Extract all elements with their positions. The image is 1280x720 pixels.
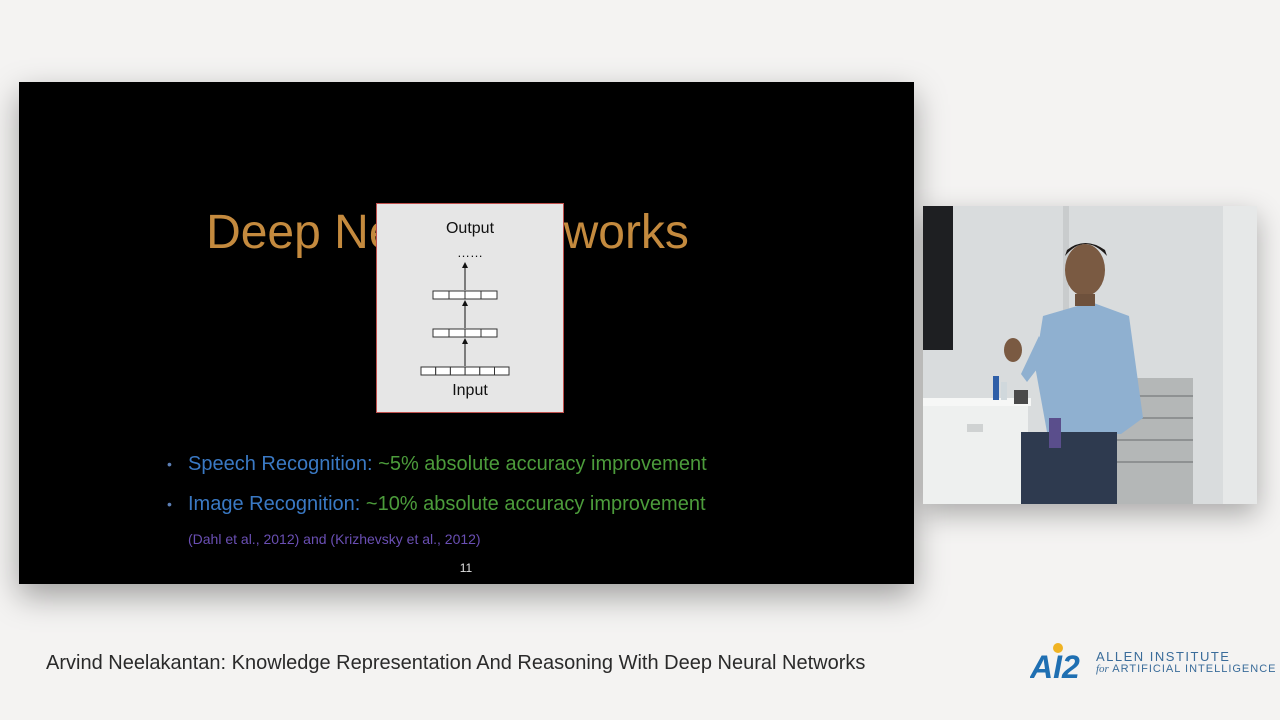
ai2-logo: AI2 ALLEN INSTITUTE for ARTIFICIAL INTEL… <box>1030 640 1275 684</box>
diagram-output-label: Output <box>446 220 495 237</box>
speaker-video-feed <box>923 206 1257 504</box>
diagram-input-label: Input <box>452 382 488 399</box>
bullet-description: ~5% absolute accuracy improvement <box>372 453 707 475</box>
network-layers-graphic: Output …… Inp <box>420 220 510 399</box>
hidden-layer-1 <box>432 328 498 338</box>
bullet-term: Image Recognition: <box>188 493 361 515</box>
ai2-logo-mark: AI2 <box>1030 643 1080 684</box>
presentation-slide: Deep Neural Networks Output …… <box>19 82 914 584</box>
bullet-text: Image Recognition: ~10% absolute accurac… <box>188 490 706 518</box>
bullet-marker: • <box>167 496 172 512</box>
logo-line-ai: for ARTIFICIAL INTELLIGENCE <box>1096 663 1277 675</box>
slide-citation: (Dahl et al., 2012) and (Krizhevsky et a… <box>188 531 481 547</box>
logo-for-text: for <box>1096 663 1109 675</box>
logo-line-institute: ALLEN INSTITUTE <box>1096 649 1231 664</box>
bullet-text: Speech Recognition: ~5% absolute accurac… <box>188 450 707 478</box>
logo-ai-text: ARTIFICIAL INTELLIGENCE <box>1112 663 1277 675</box>
logo-mark-text: AI2 <box>1030 649 1080 684</box>
input-layer <box>420 366 510 376</box>
neural-network-diagram: Output …… Inp <box>376 203 564 413</box>
bullet-term: Speech Recognition: <box>188 453 373 475</box>
slide-page-number: 11 <box>459 561 473 575</box>
speaker-scene-graphic <box>923 206 1257 504</box>
bullet-marker: • <box>167 456 172 472</box>
diagram-ellipsis: …… <box>457 245 483 260</box>
hidden-layer-2 <box>432 290 498 300</box>
talk-title: Arvind Neelakantan: Knowledge Representa… <box>46 652 866 674</box>
bullet-description: ~10% absolute accuracy improvement <box>360 493 706 515</box>
